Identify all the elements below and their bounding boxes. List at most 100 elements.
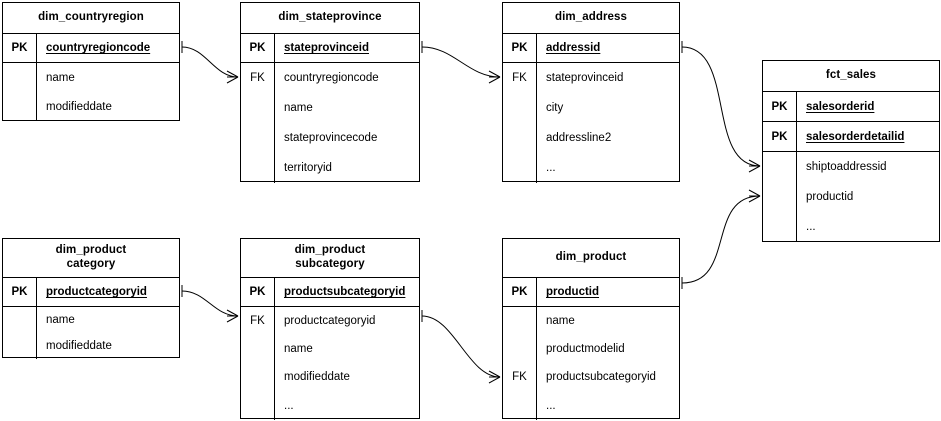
- primary-key-label: PK: [511, 286, 528, 298]
- key-cell-empty: [241, 335, 274, 363]
- key-column-divider: [36, 92, 37, 121]
- relationship-line: [421, 315, 501, 378]
- key-column-divider: [274, 153, 275, 183]
- attribute-name: productid: [806, 191, 854, 203]
- primary-key-label: PK: [771, 130, 788, 143]
- attribute-row[interactable]: FK stateprovinceid: [503, 63, 679, 93]
- attribute-row[interactable]: ...: [503, 153, 679, 183]
- primary-key-label: PK: [771, 100, 788, 113]
- entity-title-dim_productsubcategory: dim_product subcategory: [241, 239, 419, 278]
- attribute-name: countryregioncode: [46, 42, 151, 54]
- attribute-row[interactable]: PK salesorderid: [763, 92, 939, 122]
- key-column-divider: [796, 182, 797, 212]
- attribute-name: name: [284, 102, 313, 114]
- attribute-name: productcategoryid: [46, 286, 147, 298]
- attribute-row[interactable]: productid: [763, 182, 939, 212]
- attribute-name: modifieddate: [46, 340, 112, 352]
- attribute-row[interactable]: addressline2: [503, 123, 679, 153]
- attribute-name: salesorderid: [806, 100, 875, 113]
- foreign-key-label: FK: [512, 72, 527, 84]
- key-column-divider: [536, 153, 537, 183]
- primary-key-label: PK: [11, 286, 28, 298]
- attribute-row[interactable]: ...: [503, 391, 679, 420]
- key-cell-empty: [3, 307, 36, 333]
- attribute-name: addressid: [546, 42, 601, 54]
- attribute-row[interactable]: territoryid: [241, 153, 419, 183]
- attribute-row[interactable]: shiptoaddressid: [763, 152, 939, 182]
- attribute-row[interactable]: modifieddate: [241, 363, 419, 391]
- relationship-rel-countryregion-stateprovince[interactable]: [181, 41, 239, 84]
- attribute-name: modifieddate: [284, 371, 350, 383]
- relationship-rel-address-fctsales[interactable]: [681, 41, 761, 173]
- primary-key-label: PK: [249, 42, 266, 54]
- relationship-rel-subcategory-product[interactable]: [421, 310, 501, 384]
- key-column-divider: [536, 34, 537, 62]
- key-cell-empty: [763, 152, 796, 182]
- attribute-row[interactable]: ...: [763, 212, 939, 242]
- entity-title-dim_productcategory: dim_product category: [3, 239, 179, 278]
- attribute-row[interactable]: stateprovincecode: [241, 123, 419, 153]
- relationship-rel-productcategory-subcategory[interactable]: [181, 285, 239, 323]
- crowsfoot-prong-upper: [748, 159, 761, 167]
- key-cell-empty: [241, 93, 274, 123]
- attribute-name: name: [46, 71, 75, 84]
- attribute-row[interactable]: name: [3, 63, 179, 92]
- key-column-divider: [536, 391, 537, 420]
- key-column-divider: [536, 93, 537, 123]
- foreign-key-label: FK: [250, 315, 265, 327]
- relationship-rel-stateprovince-address[interactable]: [421, 41, 501, 84]
- attribute-row[interactable]: name: [3, 307, 179, 333]
- attribute-name: productmodelid: [546, 343, 625, 355]
- attribute-name: salesorderdetailid: [806, 130, 905, 143]
- attribute-row[interactable]: modifieddate: [3, 92, 179, 121]
- attribute-name: shiptoaddressid: [806, 161, 887, 173]
- attribute-name: productcategoryid: [284, 315, 376, 327]
- attribute-name: stateprovinceid: [546, 72, 624, 84]
- crowsfoot-prong-lower: [488, 376, 501, 384]
- attribute-row[interactable]: city: [503, 93, 679, 123]
- relationship-line: [181, 46, 239, 78]
- attribute-row[interactable]: PK productcategoryid: [3, 278, 179, 307]
- attribute-row[interactable]: ...: [241, 391, 419, 420]
- key-cell-empty: [241, 123, 274, 153]
- attribute-name: addressline2: [546, 132, 612, 144]
- attribute-row[interactable]: PK salesorderdetailid: [763, 122, 939, 152]
- attribute-row[interactable]: PK addressid: [503, 34, 679, 63]
- crowsfoot-prong-lower: [488, 76, 501, 84]
- key-column-divider: [36, 34, 37, 62]
- attribute-row[interactable]: name: [241, 93, 419, 123]
- key-column-divider: [796, 92, 797, 121]
- key-column-divider: [274, 335, 275, 363]
- attribute-name: territoryid: [284, 162, 332, 174]
- key-cell-empty: [241, 391, 274, 420]
- relationship-rel-product-fctsales[interactable]: [681, 189, 761, 289]
- entity-title-dim_product: dim_product: [503, 239, 679, 278]
- crowsfoot-prong-upper: [226, 70, 239, 78]
- key-column-divider: [536, 307, 537, 335]
- primary-key-label: PK: [511, 42, 528, 54]
- key-column-divider: [536, 278, 537, 306]
- attribute-row[interactable]: modifieddate: [3, 333, 179, 359]
- key-column-divider: [36, 278, 37, 306]
- key-column-divider: [36, 63, 37, 92]
- attribute-row[interactable]: PK stateprovinceid: [241, 34, 419, 63]
- attribute-row[interactable]: productmodelid: [503, 335, 679, 363]
- key-cell-empty: [503, 123, 536, 153]
- attribute-row[interactable]: FK productcategoryid: [241, 307, 419, 335]
- attribute-row[interactable]: name: [241, 335, 419, 363]
- entity-title-dim_countryregion: dim_countryregion: [3, 3, 179, 34]
- attribute-name: stateprovinceid: [284, 42, 369, 54]
- attribute-row[interactable]: name: [503, 307, 679, 335]
